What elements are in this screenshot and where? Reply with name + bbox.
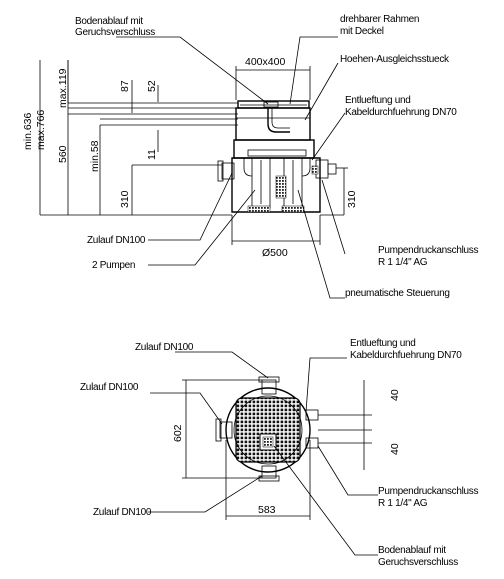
- dim-310-left: 310: [119, 190, 131, 208]
- side-view: 400x400 Ø500 min.636 max.766 max.119 560…: [22, 14, 479, 299]
- label-pumpen: 2 Pumpen: [92, 260, 135, 271]
- label-pneumatisch: pneumatische Steuerung: [345, 288, 450, 299]
- plan-view: 602 583 40 40 Zulauf DN100 Zulauf DN100 …: [80, 338, 479, 568]
- dim-40-bottom: 40: [389, 443, 401, 455]
- label-pumpendruck-2: R 1 1/4" AG: [378, 257, 428, 268]
- dim-40-top: 40: [389, 389, 401, 401]
- label-zulauf-side: Zulauf DN100: [87, 235, 146, 246]
- label-zulauf-plan-bottom: Zulauf DN100: [93, 507, 152, 518]
- height-adjustment-piece: [235, 107, 311, 141]
- dim-max766: max.766: [35, 110, 47, 150]
- dim-87: 87: [119, 80, 131, 92]
- dim-max119: max.119: [57, 68, 69, 108]
- label-bodenablauf-1: Bodenablauf mit: [75, 16, 143, 27]
- label-bodenablauf-2: Geruchsverschluss: [75, 27, 155, 38]
- dim-min636: min.636: [22, 112, 34, 150]
- cover-grate-plan: [235, 397, 301, 463]
- label-zulauf-plan-left: Zulauf DN100: [80, 382, 139, 393]
- dim-560: 560: [57, 145, 69, 163]
- label-rahmen-1: drehbarer Rahmen: [340, 14, 419, 25]
- label-pumpendruck-plan-1: Pumpendruckanschluss: [378, 486, 478, 497]
- dim-583: 583: [258, 504, 276, 516]
- label-pumpendruck-plan-2: R 1 1/4" AG: [378, 498, 428, 509]
- dim-602: 602: [172, 424, 184, 442]
- dim-min58: min.58: [89, 140, 101, 172]
- dim-52: 52: [146, 80, 158, 92]
- label-rahmen-2: mit Deckel: [340, 26, 384, 37]
- dim-diameter: Ø500: [262, 247, 288, 259]
- label-hoehen: Hoehen-Ausgleichsstueck: [340, 54, 450, 65]
- dim-11: 11: [146, 149, 158, 160]
- tank-outline-plan: [225, 387, 311, 473]
- label-zulauf-plan-top: Zulauf DN100: [135, 342, 194, 353]
- dim-frame: 400x400: [245, 56, 285, 68]
- dim-310-right: 310: [346, 190, 358, 208]
- label-entlueftung-plan-1: Entlueftung und: [350, 338, 416, 349]
- tank-upper: [233, 139, 315, 159]
- label-bodenablauf-plan-2: Geruchsverschluss: [378, 557, 458, 568]
- label-entlueftung-1: Entlueftung und: [345, 95, 411, 106]
- label-entlueftung-plan-2: Kabeldurchfuehrung DN70: [350, 350, 462, 361]
- label-pumpendruck-1: Pumpendruckanschluss: [378, 245, 478, 256]
- label-bodenablauf-plan-1: Bodenablauf mit: [378, 545, 446, 556]
- label-entlueftung-2: Kabeldurchfuehrung DN70: [345, 107, 457, 118]
